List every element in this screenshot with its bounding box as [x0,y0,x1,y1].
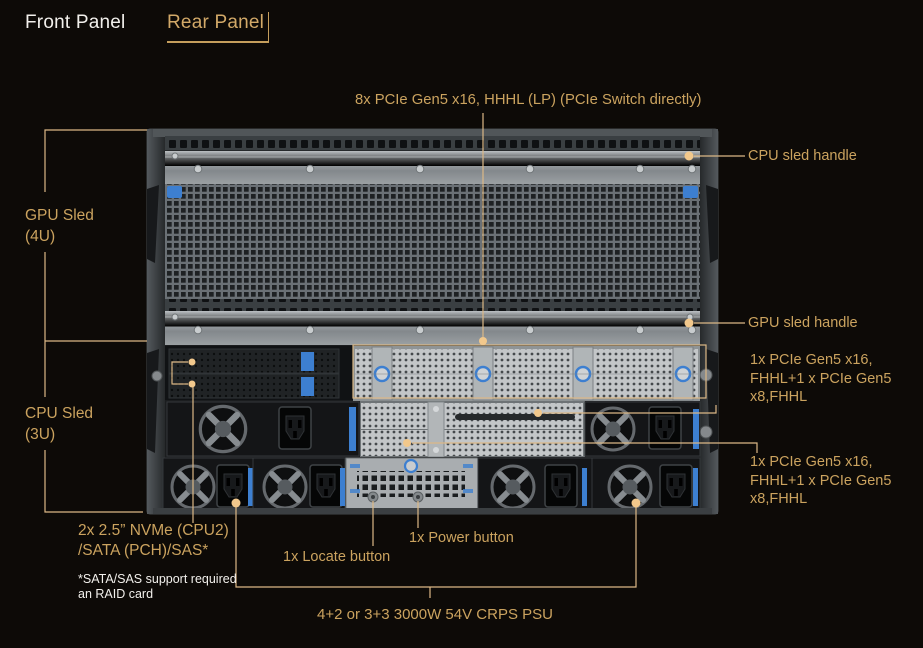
label-line: FHHL+1 x PCIe Gen5 [750,370,892,387]
label-line: 1x PCIe Gen5 x16, [750,352,873,368]
control-panel [345,457,479,514]
label-pcie-fhhl-1: 1x PCIe Gen5 x16, FHHL+1 x PCIe Gen5 x8,… [750,351,891,407]
cpu-sled-section [165,136,700,299]
psu-row-bottom [153,457,712,514]
label-line: GPU Sled [25,207,94,224]
label-line: x8,FHHL [750,389,808,405]
latch-clip-left [167,186,182,198]
gpu-sled-handle-bar [165,311,700,345]
drive-latch-2 [301,377,314,396]
server-rear-photo [146,128,719,515]
tab-front-panel[interactable]: Front Panel [25,12,126,33]
psu-4 [591,457,701,514]
label-locate-button: 1x Locate button [283,549,391,565]
top-vent-strip [165,136,700,150]
label-cpu-sled: CPU Sled (3U) [25,404,93,445]
label-line: (4U) [25,227,56,245]
label-nvme-footnote: *SATA/SAS support required an RAID card [78,572,237,602]
label-psu: 4+2 or 3+3 3000W 54V CRPS PSU [317,606,553,623]
fhhl-riser-slots [360,401,585,458]
psu-mid-left [166,401,360,457]
cpu-sled-mesh [165,184,700,299]
locate-button-hw [367,491,379,503]
label-line: CPU Sled [25,405,94,422]
power-button-hw [412,491,424,503]
psu-1 [162,457,254,514]
psu-3 [477,457,593,514]
label-line: 1x PCIe Gen5 x16, [750,454,873,470]
drive-latch-1 [301,352,314,371]
label-line: *SATA/SAS support required [78,572,237,586]
pcie-hhhl-slots [353,346,700,401]
label-pcie-8x: 8x PCIe Gen5 x16, HHHL (LP) (PCIe Switch… [355,92,702,108]
psu-2 [252,457,346,514]
label-cpu-sled-handle: CPU sled handle [748,148,857,164]
gpu-vent-strip [165,299,700,311]
label-line: (3U) [25,425,56,443]
gpu-sled-section [165,299,700,345]
label-line: /SATA (PCH)/SAS* [78,541,209,559]
tab-rear-panel[interactable]: Rear Panel [167,12,270,43]
label-pcie-fhhl-2: 1x PCIe Gen5 x16, FHHL+1 x PCIe Gen5 x8,… [750,453,891,509]
latch-clip-right [683,186,698,198]
nvme-drive-bays [165,346,353,400]
cpu-sled-handle-bar [165,151,700,184]
label-line: 2x 2.5” NVMe (CPU2) [78,522,229,539]
psu-mid-right [584,401,701,457]
label-line: an RAID card [78,587,154,601]
label-nvme: 2x 2.5” NVMe (CPU2) /SATA (PCH)/SAS* [78,521,229,560]
callout-bracket-sleds [44,129,147,513]
io-row-2 [165,401,701,458]
label-gpu-sled: GPU Sled (4U) [25,206,94,247]
label-line: FHHL+1 x PCIe Gen5 [750,472,892,489]
io-row-1 [165,345,700,401]
label-gpu-sled-handle: GPU sled handle [748,315,858,331]
label-line: x8,FHHL [750,491,808,507]
label-power-button: 1x Power button [409,530,514,546]
